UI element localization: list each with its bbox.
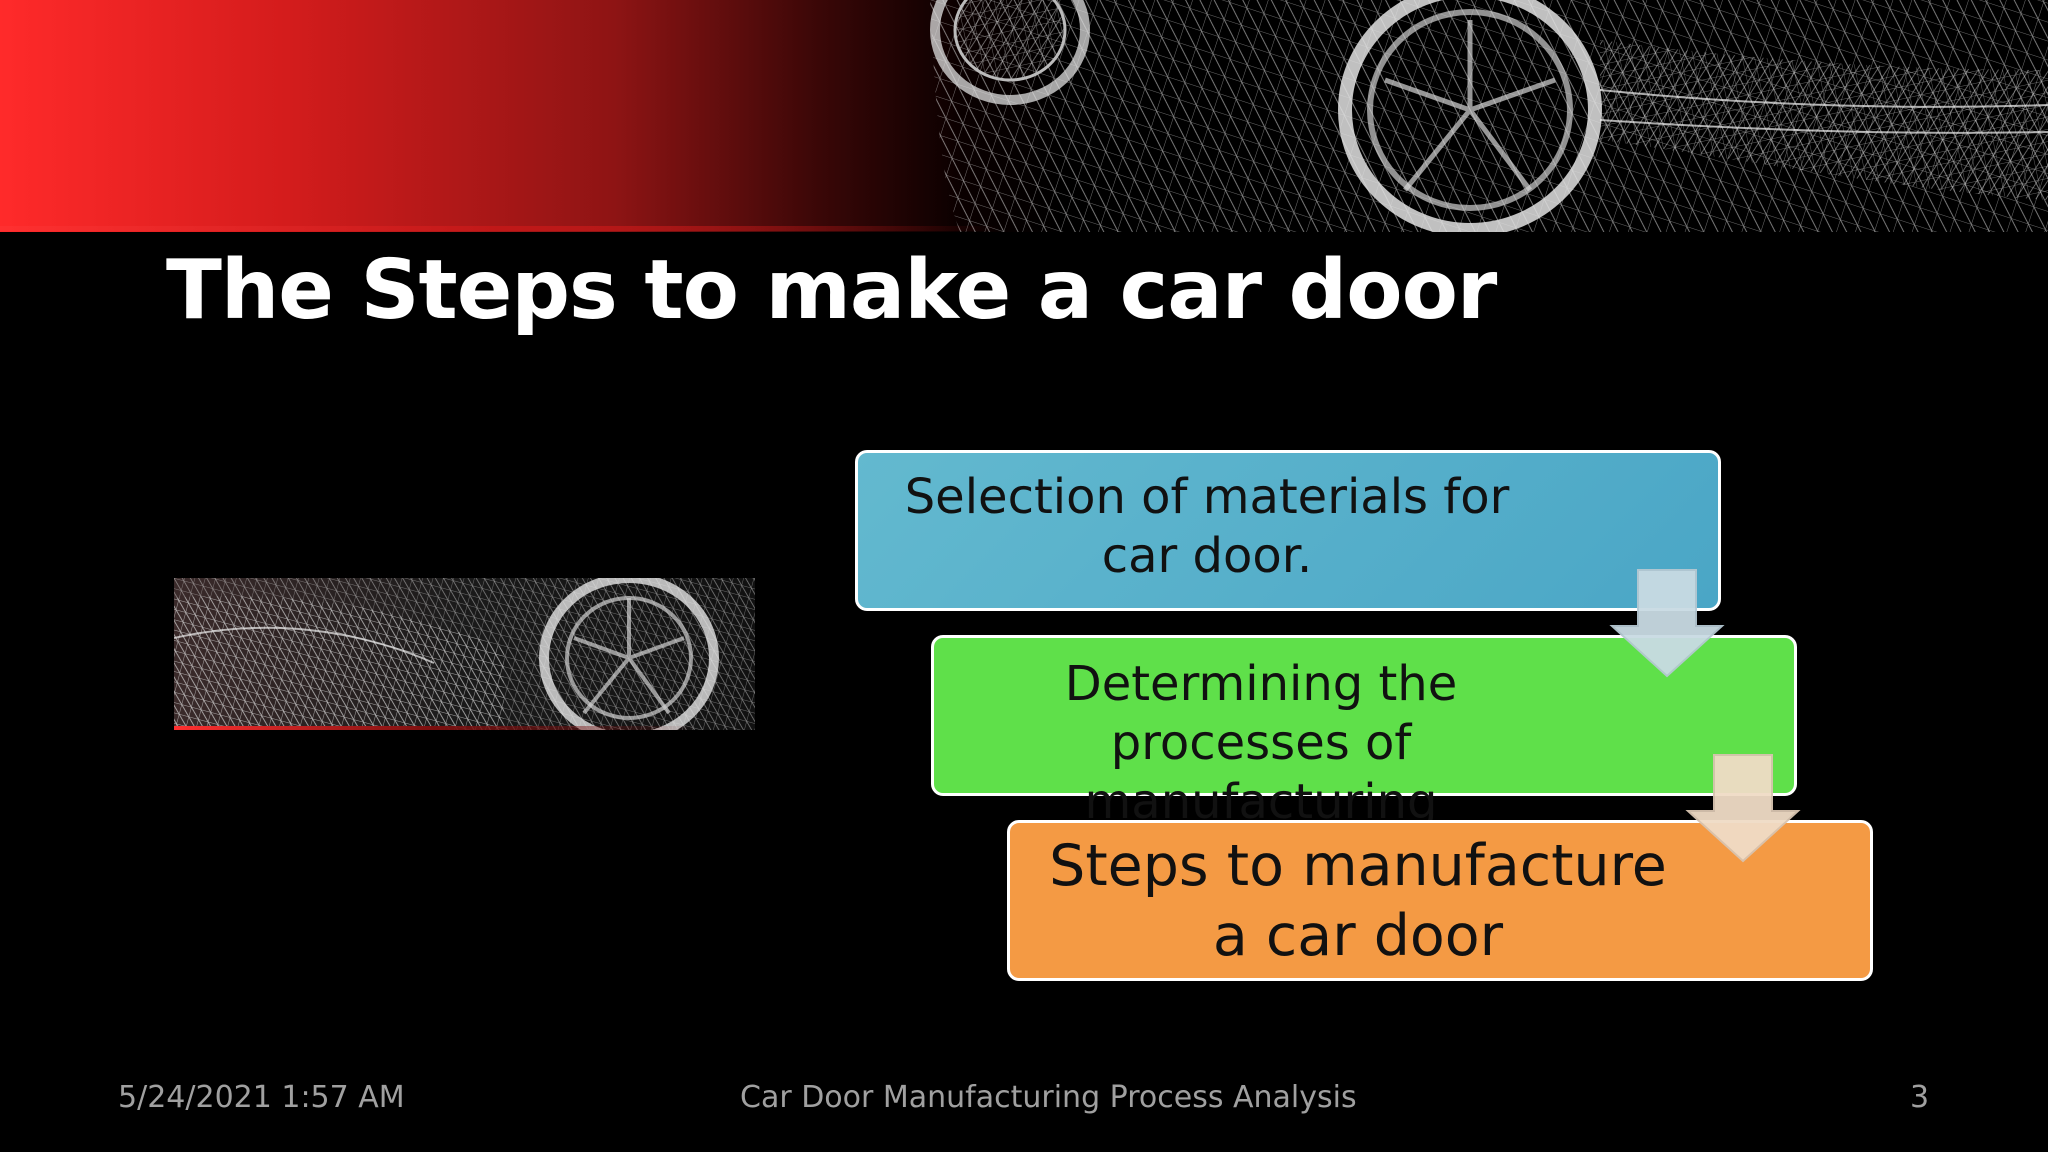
down-arrow-icon (1609, 569, 1725, 678)
wireframe-car-illustration (930, 0, 2048, 232)
slide-number: 3 (1910, 1080, 1930, 1115)
banner-accent-line (0, 226, 1000, 231)
car-wireframe-thumbnail (174, 578, 755, 730)
wireframe-car-thumbnail-illustration (174, 578, 755, 730)
footer-title: Car Door Manufacturing Process Analysis (740, 1080, 1357, 1115)
step-box-materials: Selection of materials for car door. (855, 450, 1721, 611)
step-label-3: Steps to manufacture a car door (1049, 833, 1667, 970)
header-banner-image (0, 0, 2048, 232)
slide-title: The Steps to make a car door (166, 243, 1497, 338)
step-label-1: Selection of materials for car door. (904, 469, 1510, 585)
step-label-2: Determining the processes of manufacturi… (1064, 656, 1458, 831)
down-arrow-icon (1685, 754, 1801, 863)
footer-date: 5/24/2021 1:57 AM (118, 1080, 405, 1115)
thumbnail-accent-line (174, 726, 755, 730)
